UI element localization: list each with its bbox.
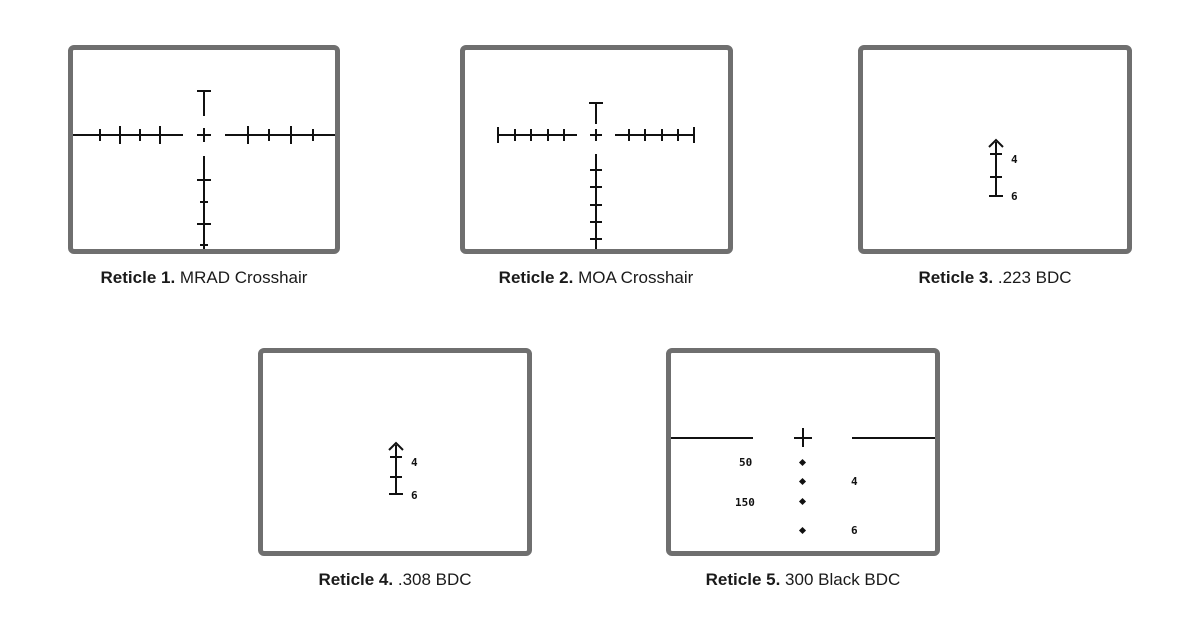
bdc-308-mark-4: 4 (411, 456, 418, 469)
reticle-2-label: Reticle 2. (498, 268, 574, 287)
reticle-1-frame (68, 45, 340, 254)
reticle-5-name: 300 Black BDC (785, 570, 901, 589)
reticle-2-frame (460, 45, 733, 254)
reticle-5-label: Reticle 5. (705, 570, 781, 589)
bdc-223-mark-4: 4 (1011, 153, 1018, 166)
reticle-3-name: .223 BDC (997, 268, 1072, 287)
reticle-3-label: Reticle 3. (918, 268, 994, 287)
bdc-223-icon: 4 6 (988, 138, 1018, 203)
reticle-4-caption: Reticle 4. .308 BDC (245, 570, 545, 590)
bdc-300-mark-50: 50 (739, 456, 752, 469)
reticle-4-name: .308 BDC (397, 570, 472, 589)
reticle-1-caption: Reticle 1. MRAD Crosshair (54, 268, 354, 288)
reticle-1-label: Reticle 1. (100, 268, 176, 287)
reticle-3-frame: 4 6 (858, 45, 1132, 254)
mrad-crosshair-icon (73, 90, 335, 249)
moa-crosshair-icon (497, 102, 695, 249)
bdc-300-black-icon: 50 150 4 6 (671, 428, 935, 537)
reticle-5-caption: Reticle 5. 300 Black BDC (653, 570, 953, 590)
bdc-300-mark-4: 4 (851, 475, 858, 488)
reticle-2-caption: Reticle 2. MOA Crosshair (446, 268, 746, 288)
reticle-4-frame: 4 6 (258, 348, 532, 556)
bdc-300-mark-150: 150 (735, 496, 755, 509)
reticle-5-frame: 50 150 4 6 (666, 348, 940, 556)
reticle-3-caption: Reticle 3. .223 BDC (845, 268, 1145, 288)
reticle-4-label: Reticle 4. (318, 570, 394, 589)
bdc-223-mark-6: 6 (1011, 190, 1018, 203)
reticle-2-name: MOA Crosshair (578, 268, 694, 287)
reticle-1-name: MRAD Crosshair (179, 268, 308, 287)
bdc-300-mark-6: 6 (851, 524, 858, 537)
bdc-308-mark-6: 6 (411, 489, 418, 502)
bdc-308-icon: 4 6 (388, 441, 418, 502)
